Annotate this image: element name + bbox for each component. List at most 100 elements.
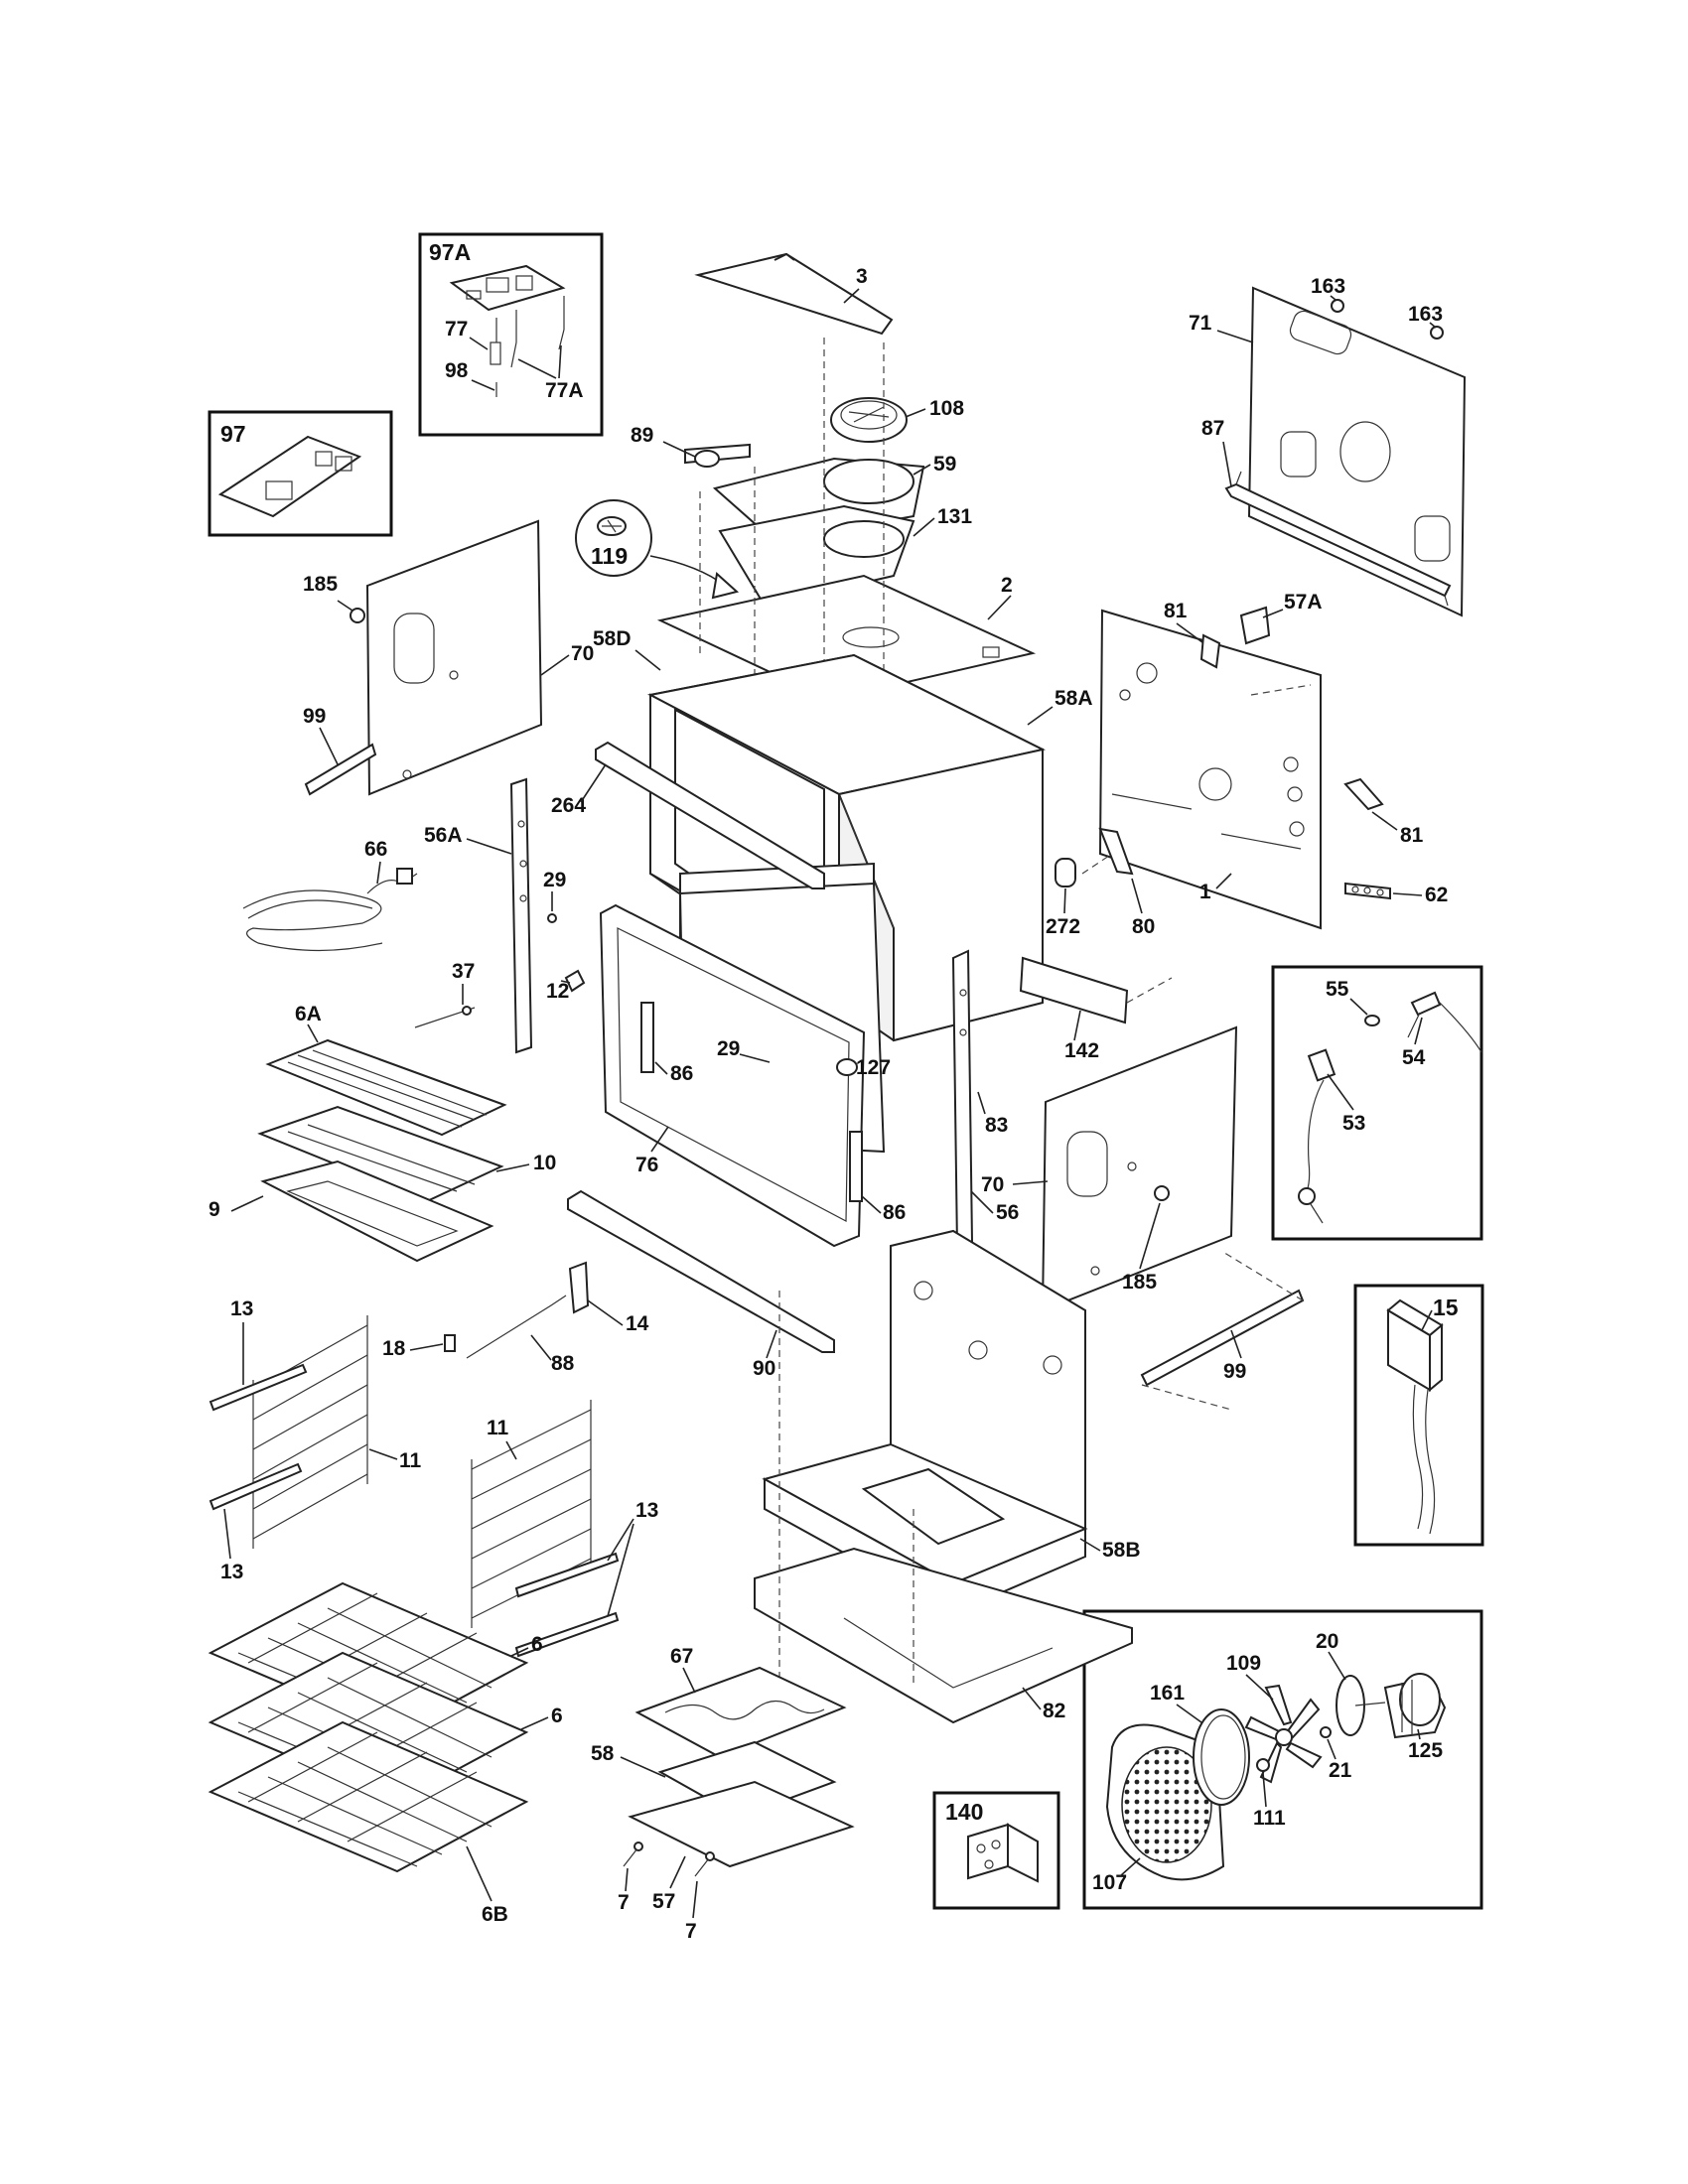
callout-13a: 13 — [230, 1297, 253, 1320]
fan-blade-109 — [1244, 1684, 1323, 1784]
duct-59 — [712, 457, 925, 608]
callout-6a: 6 — [531, 1633, 543, 1656]
nut-111 — [1256, 1758, 1270, 1772]
callout-185b: 185 — [1122, 1271, 1157, 1294]
callout-70a: 70 — [571, 642, 594, 665]
probe-assembly — [1298, 991, 1482, 1224]
callout-86b: 86 — [883, 1201, 906, 1224]
callout-21: 21 — [1329, 1759, 1352, 1782]
bottom-rail-99-right — [1140, 1289, 1305, 1387]
broil-pan-9 — [260, 1160, 494, 1263]
callout-161: 161 — [1150, 1682, 1185, 1705]
bracket-81b — [1343, 777, 1384, 811]
screw-7b — [694, 1851, 715, 1877]
callout-88: 88 — [551, 1352, 575, 1375]
callout-86a: 86 — [670, 1062, 693, 1085]
callout-7a: 7 — [618, 1891, 630, 1914]
callout-56A: 56A — [424, 824, 463, 847]
callout-14: 14 — [626, 1312, 649, 1335]
callout-59: 59 — [933, 453, 956, 476]
callout-119: 119 — [591, 543, 628, 569]
door-frame-76 — [599, 903, 866, 1248]
callout-12: 12 — [546, 980, 569, 1003]
inset-box-15: 15 — [1353, 1284, 1484, 1547]
callout-83: 83 — [985, 1114, 1008, 1137]
callout-90: 90 — [753, 1357, 775, 1380]
callout-163b: 163 — [1408, 303, 1443, 326]
broil-rack-6A — [265, 1038, 507, 1137]
callout-70b: 70 — [981, 1173, 1004, 1196]
bake-element-67 — [634, 1666, 847, 1759]
callout-127: 127 — [856, 1056, 891, 1079]
bracket-81a — [1199, 633, 1221, 669]
slide-13a — [209, 1363, 308, 1412]
top-trim-3 — [694, 252, 894, 336]
callout-108: 108 — [929, 397, 964, 420]
callout-13b: 13 — [220, 1561, 243, 1583]
callout-6A: 6A — [295, 1003, 322, 1025]
callout-264: 264 — [551, 794, 586, 817]
bracket-89 — [684, 443, 751, 468]
callout-131: 131 — [937, 505, 972, 528]
bracket-14 — [568, 1261, 590, 1314]
blower-108 — [830, 397, 908, 443]
callout-37: 37 — [452, 960, 475, 983]
callout-53: 53 — [1342, 1112, 1365, 1135]
callout-57: 57 — [652, 1890, 675, 1913]
callout-77: 77 — [445, 318, 468, 341]
callout-77A: 77A — [545, 379, 584, 402]
callout-67: 67 — [670, 1645, 693, 1668]
transformer-15 — [1386, 1298, 1444, 1535]
callout-3: 3 — [856, 265, 868, 288]
box-label-15: 15 — [1433, 1295, 1459, 1320]
callout-98: 98 — [445, 359, 469, 382]
clip-80 — [1098, 827, 1134, 876]
callout-163a: 163 — [1311, 275, 1345, 298]
callout-56: 56 — [996, 1201, 1019, 1224]
callout-6B: 6B — [482, 1903, 508, 1926]
side-panel-70-right — [1041, 1025, 1238, 1312]
callout-18: 18 — [382, 1337, 406, 1360]
callout-62: 62 — [1425, 884, 1448, 906]
bottom-panel-82 — [754, 1547, 1133, 1724]
callout-10: 10 — [533, 1152, 556, 1174]
bottom-rail-99-left — [304, 743, 377, 796]
rear-panel-71 — [1247, 286, 1467, 617]
callout-54: 54 — [1402, 1046, 1426, 1069]
callout-55: 55 — [1326, 978, 1349, 1001]
oven-rack-6B — [208, 1720, 529, 1873]
control-board-97A — [449, 264, 566, 397]
callout-185a: 185 — [303, 573, 338, 596]
callout-82: 82 — [1043, 1700, 1065, 1722]
panel-142 — [1019, 956, 1129, 1024]
inset-box-140: 140 — [932, 1791, 1060, 1910]
box-label-140: 140 — [945, 1799, 983, 1825]
callout-89: 89 — [631, 424, 653, 447]
callout-107: 107 — [1092, 1871, 1127, 1894]
callout-29a: 29 — [543, 869, 566, 891]
callout-29b: 29 — [717, 1037, 740, 1060]
callout-125: 125 — [1408, 1739, 1443, 1762]
callout-76: 76 — [635, 1154, 658, 1176]
screw-7a — [623, 1842, 643, 1867]
callout-13c: 13 — [635, 1499, 658, 1522]
callout-87: 87 — [1201, 417, 1224, 440]
disk-20 — [1336, 1675, 1365, 1736]
element-127 — [836, 1058, 858, 1076]
sensor-37 — [414, 1006, 476, 1028]
callout-71: 71 — [1189, 312, 1212, 335]
cover-57 — [628, 1780, 855, 1868]
callout-58D: 58D — [593, 627, 632, 650]
callout-58A: 58A — [1055, 687, 1093, 710]
callout-81a: 81 — [1164, 600, 1188, 622]
callout-81b: 81 — [1400, 824, 1424, 847]
callout-111: 111 — [1253, 1807, 1286, 1830]
rack-support-11-right — [471, 1400, 592, 1628]
callout-99b: 99 — [1223, 1360, 1246, 1383]
fan-ring-161 — [1193, 1708, 1250, 1806]
callout-6b: 6 — [551, 1705, 563, 1727]
callout-20: 20 — [1316, 1630, 1338, 1653]
side-panel-70-left — [350, 519, 543, 796]
broil-element-66 — [242, 868, 418, 952]
